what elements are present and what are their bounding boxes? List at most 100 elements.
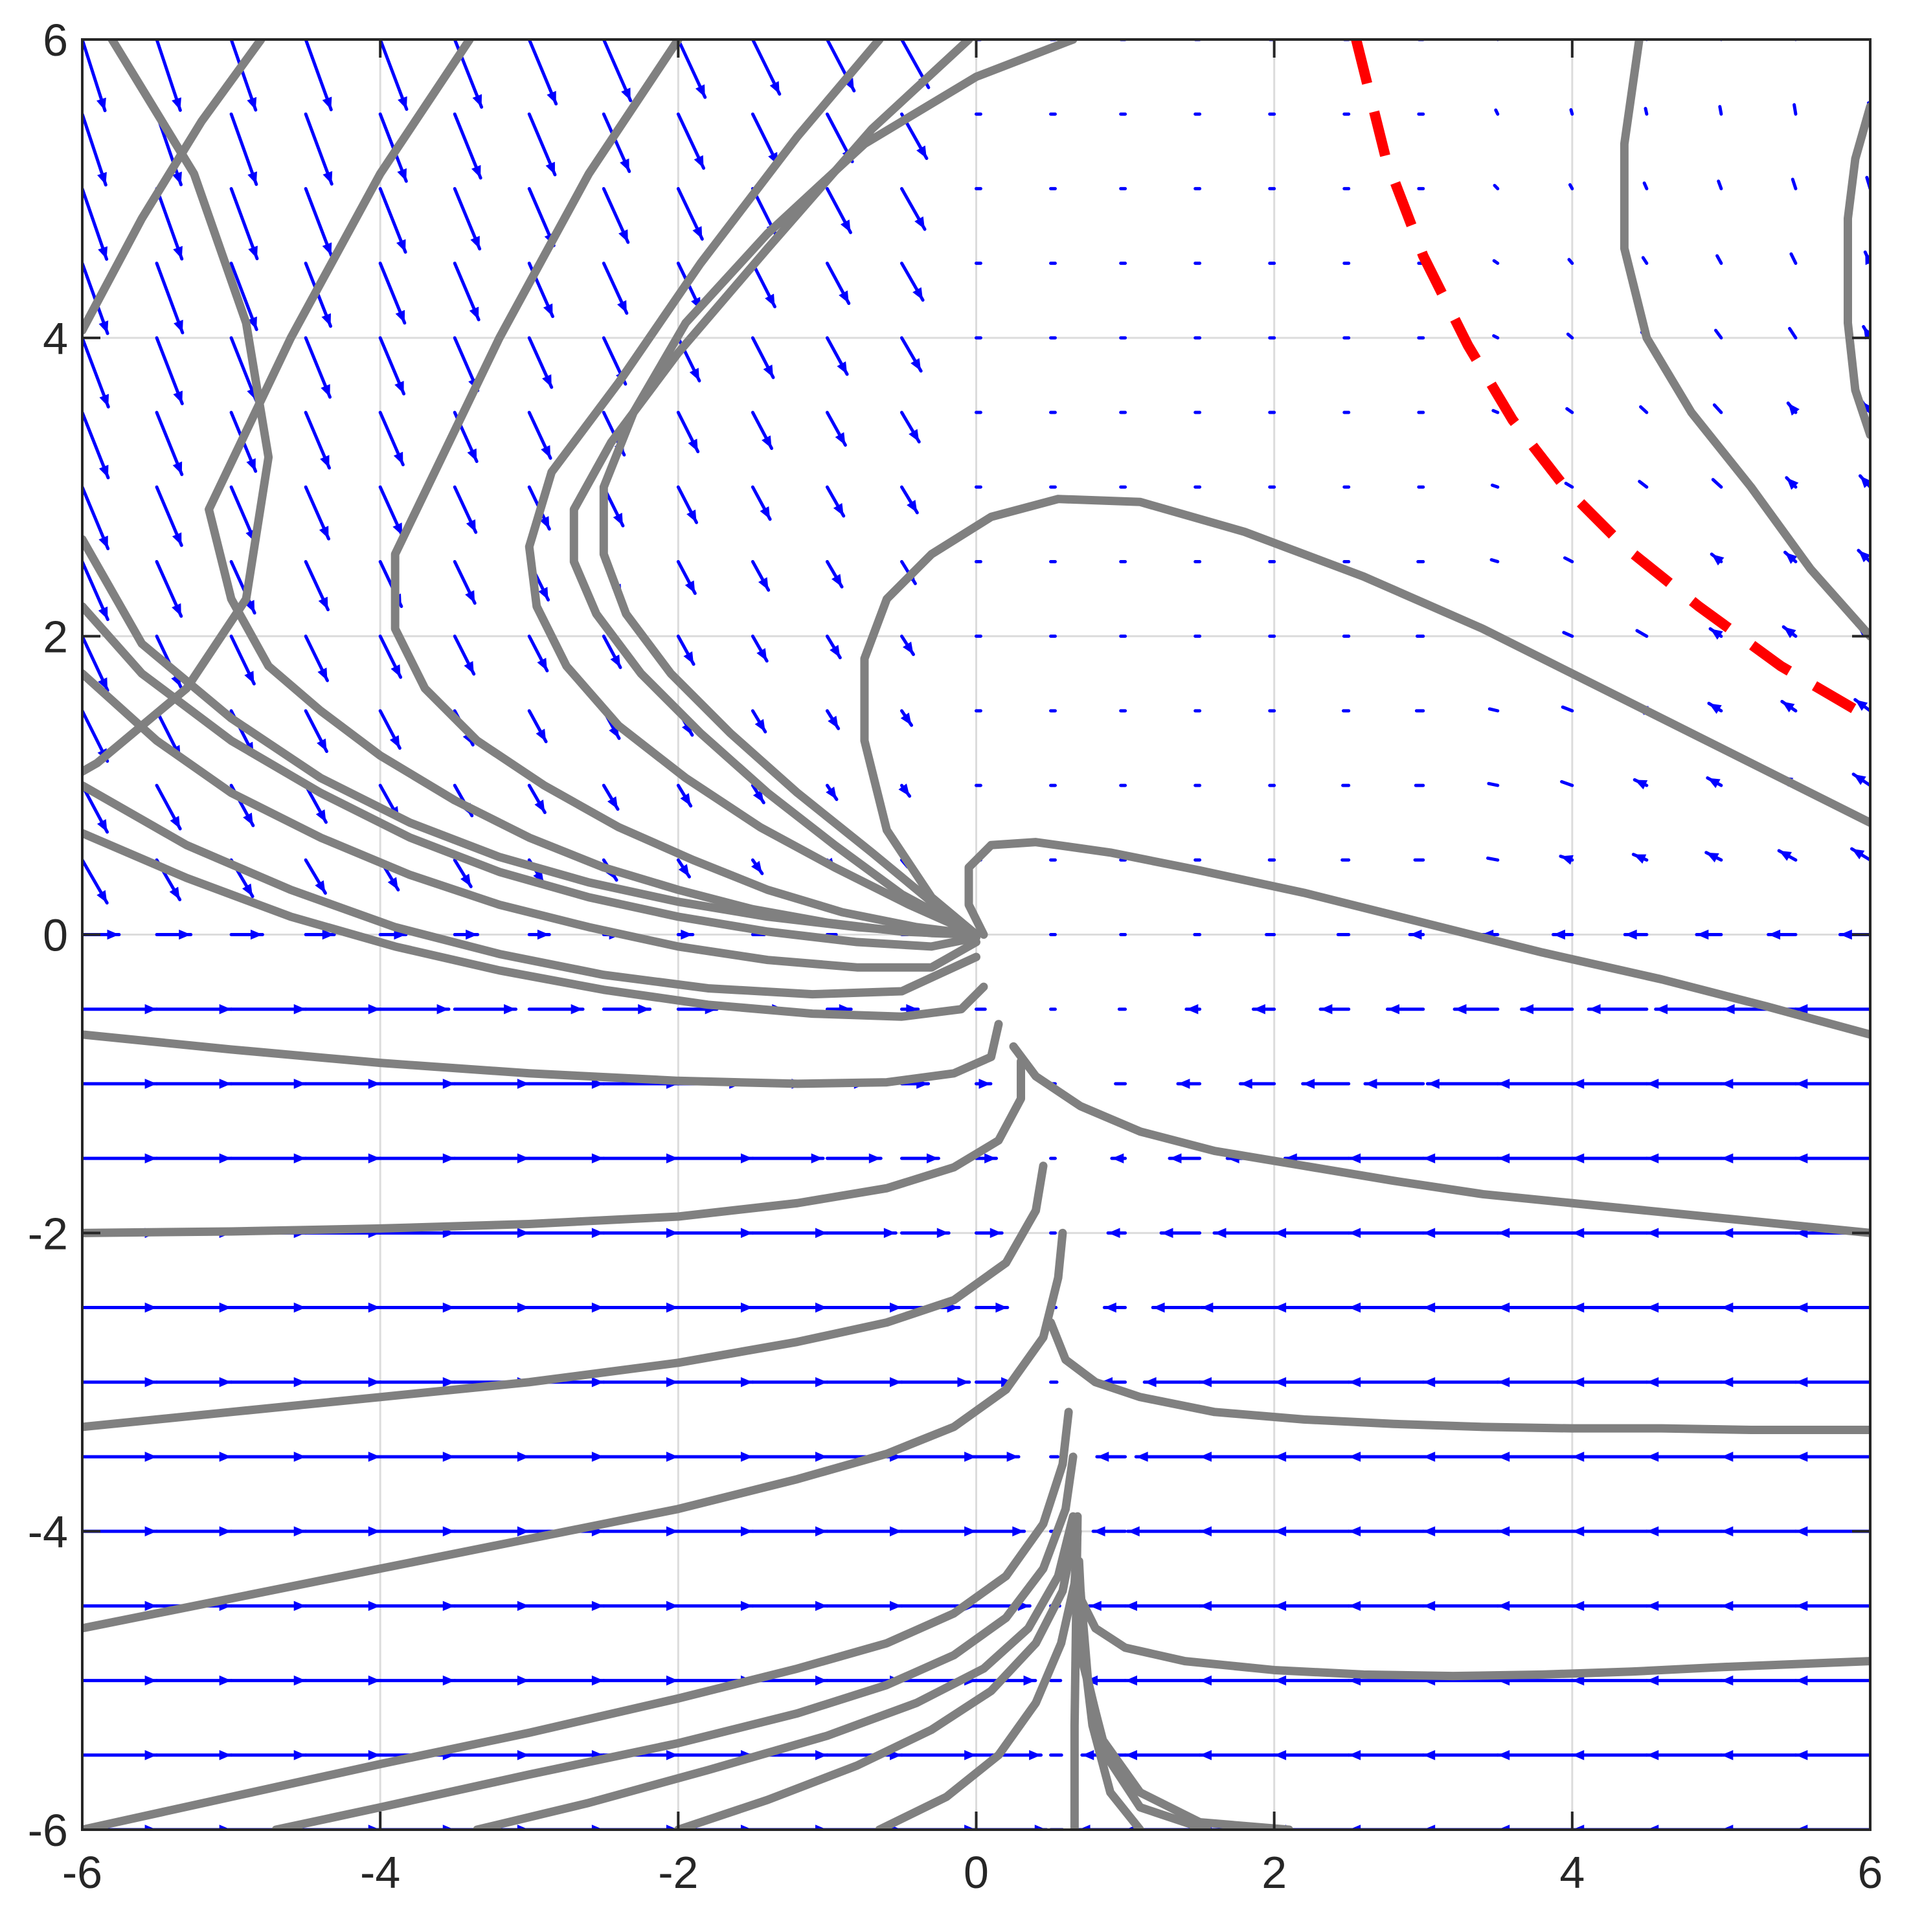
vector-arrowhead (247, 171, 257, 185)
trajectory-curve (599, 39, 1078, 939)
vector-arrowhead (537, 929, 550, 940)
vector-arrowhead (243, 813, 253, 826)
vector-arrowhead (368, 1601, 381, 1612)
vector-arrowhead (826, 787, 837, 800)
vector-arrowhead (689, 368, 699, 381)
vector-arrowhead (1696, 929, 1709, 940)
vector-arrowhead (517, 1228, 530, 1239)
vector-arrowhead (740, 1153, 753, 1163)
vector-arrowhead (470, 236, 480, 249)
vector-arrowhead (1153, 1302, 1165, 1313)
vector-arrowhead (1572, 1079, 1585, 1089)
y-tick-label: -6 (28, 1805, 68, 1856)
vector-arrowhead (1853, 774, 1866, 785)
vector-arrowhead (1348, 1228, 1361, 1239)
trajectory-curve (473, 1512, 1078, 1830)
vector-arrowhead (666, 1526, 679, 1536)
vector-arrow (1711, 478, 1723, 489)
trajectory-curve (1009, 1042, 1870, 1237)
trajectory-curve (390, 39, 980, 939)
vector-arrowhead (442, 1601, 455, 1612)
vector-arrowhead (394, 381, 404, 394)
vector-arrowhead (1423, 1376, 1436, 1387)
trajectory-curve (1620, 39, 1870, 641)
vector-arrowhead (1795, 1153, 1808, 1163)
vector-arrow (1560, 780, 1574, 787)
vector-arrowhead (890, 1302, 902, 1313)
vector-arrow (1638, 480, 1649, 489)
vector-arrowhead (1108, 1228, 1120, 1239)
vector-arrowhead (926, 1153, 939, 1163)
vector-arrow (1642, 181, 1649, 190)
x-tick-label: 0 (964, 1847, 989, 1898)
vector-arrowhead (740, 1228, 753, 1239)
vector-arrowhead (1093, 1526, 1105, 1536)
vector-arrowhead (98, 246, 107, 260)
vector-arrow (1715, 254, 1723, 265)
vector-arrowhead (144, 1750, 157, 1760)
vector-arrowhead (219, 1153, 232, 1163)
vector-arrowhead (320, 455, 330, 468)
vector-arrowhead (1497, 1750, 1510, 1760)
vector-arrowhead (1497, 1302, 1510, 1313)
vector-arrowhead (466, 929, 478, 940)
vector-arrowhead (1795, 1079, 1808, 1089)
vector-arrowhead (536, 728, 547, 742)
separatrix-curve (1351, 39, 1870, 723)
vector-arrowhead (1029, 1750, 1041, 1760)
vector-arrowhead (762, 435, 772, 449)
vector-arrowhead (1423, 1302, 1436, 1313)
vector-arrowhead (1320, 1004, 1333, 1015)
vector-arrowhead (144, 1302, 157, 1313)
vector-arrowhead (1199, 1750, 1212, 1760)
vector-arrowhead (1646, 1601, 1659, 1612)
trajectory-curve (673, 1527, 1079, 1830)
vector-arrowhead (517, 1302, 530, 1313)
vector-arrowhead (1788, 403, 1800, 416)
vector-arrowhead (1721, 1079, 1734, 1089)
vector-arrowhead (1851, 849, 1865, 860)
vector-arrowhead (322, 96, 332, 110)
vector-arrowhead (1646, 1452, 1659, 1462)
vector-arrowhead (247, 316, 257, 330)
vector-arrowhead (900, 712, 912, 726)
vector-arrowhead (293, 1004, 306, 1015)
vector-arrowhead (471, 164, 481, 178)
vector-arrowhead (571, 1004, 583, 1015)
vector-arrowhead (984, 1153, 997, 1163)
vector-arrowhead (1253, 1004, 1265, 1015)
vector-arrowhead (1560, 855, 1574, 865)
vector-arrowhead (1646, 1750, 1659, 1760)
y-tick-label: -2 (28, 1208, 68, 1259)
vector-arrowhead (1423, 1153, 1436, 1163)
vector-arrowhead (293, 1079, 306, 1089)
vector-arrowhead (1274, 1750, 1287, 1760)
vector-arrow (1639, 405, 1649, 414)
vector-arrowhead (144, 1526, 157, 1536)
vector-arrowhead (1348, 1153, 1361, 1163)
vector-arrowhead (815, 1750, 828, 1760)
vector-arrowhead (219, 1376, 232, 1387)
vector-arrowhead (681, 929, 693, 940)
vector-arrowhead (815, 1526, 828, 1536)
vector-arrowhead (1199, 1526, 1212, 1536)
vector-arrowhead (107, 929, 119, 940)
vector-arrowhead (442, 1153, 455, 1163)
vector-arrowhead (1721, 1153, 1734, 1163)
vector-arrowhead (460, 873, 471, 887)
vector-arrowhead (1646, 1526, 1659, 1536)
vector-arrowhead (1348, 1601, 1361, 1612)
vector-arrowhead (1348, 1750, 1361, 1760)
vector-arrowhead (964, 1526, 977, 1536)
vector-arrowhead (683, 651, 694, 664)
vector-arrowhead (756, 647, 767, 661)
vector-arrowhead (833, 503, 844, 516)
vector-arrowhead (1274, 1452, 1287, 1462)
vector-arrowhead (517, 1452, 530, 1462)
vector-arrowhead (1646, 1675, 1659, 1686)
vector-arrowhead (368, 1079, 381, 1089)
vector-arrow (1491, 409, 1500, 414)
vector-arrowhead (442, 1452, 455, 1462)
vector-arrowhead (957, 1376, 969, 1387)
